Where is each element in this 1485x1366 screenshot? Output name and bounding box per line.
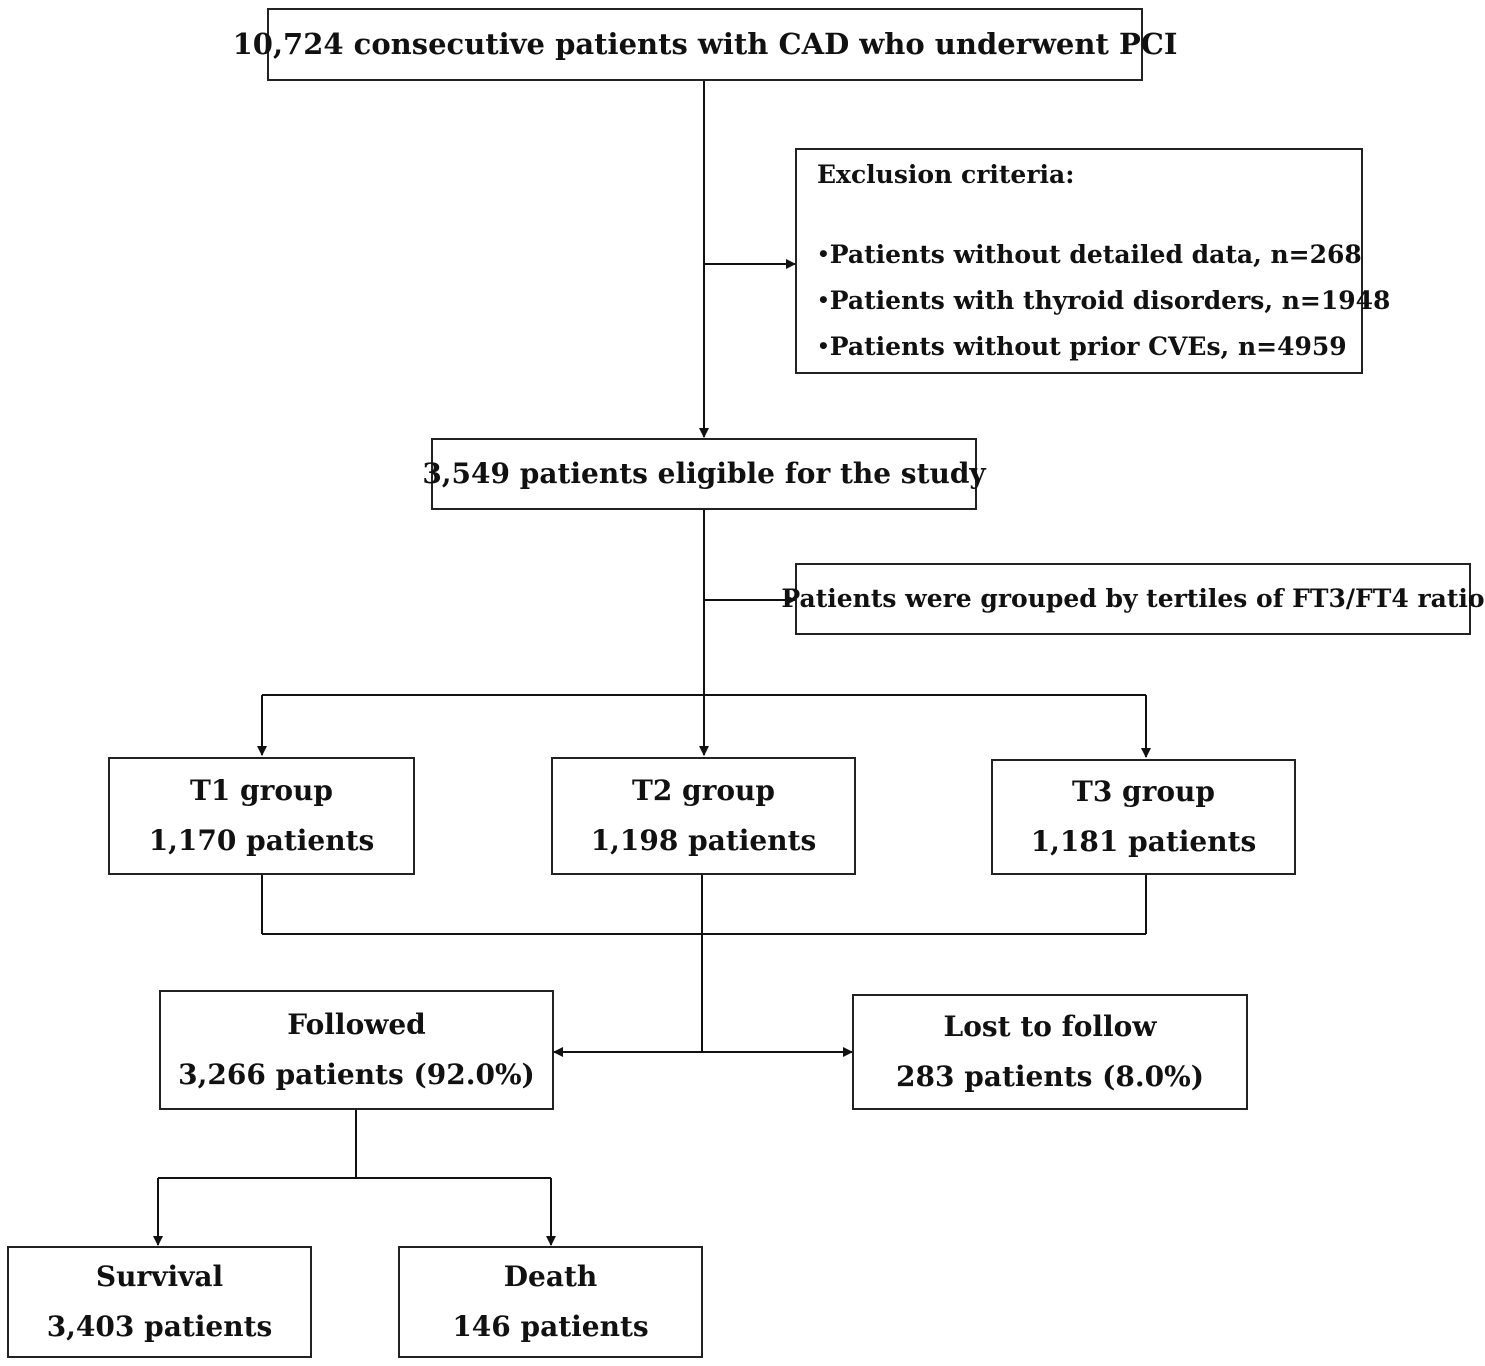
exclusion-item: •Patients with thyroid disorders, n=1948 <box>817 285 1391 315</box>
t1-label: T1 group <box>189 773 333 807</box>
lost-label: Lost to follow <box>943 1009 1157 1043</box>
death-label: Death <box>503 1259 598 1293</box>
exclusion-item: •Patients without prior CVEs, n=4959 <box>817 331 1347 361</box>
followed-count: 3,266 patients (92.0%) <box>178 1058 535 1091</box>
survival-label: Survival <box>95 1259 224 1293</box>
t3-count: 1,181 patients <box>1030 825 1257 858</box>
t3-group-box: T3 group 1,181 patients <box>991 759 1296 875</box>
survival-box: Survival 3,403 patients <box>7 1246 312 1358</box>
eligible-box: 3,549 patients eligible for the study <box>422 438 986 510</box>
t1-group-box: T1 group 1,170 patients <box>108 757 415 875</box>
death-box: Death 146 patients <box>398 1246 703 1358</box>
t1-count: 1,170 patients <box>148 824 375 857</box>
eligible-text: 3,549 patients eligible for the study <box>422 456 986 490</box>
bullet-icon: • <box>817 242 830 266</box>
death-count: 146 patients <box>452 1310 649 1343</box>
lost-count: 283 patients (8.0%) <box>896 1060 1204 1093</box>
t2-label: T2 group <box>631 773 775 807</box>
exclusion-heading: Exclusion criteria: <box>817 160 1075 189</box>
survival-count: 3,403 patients <box>46 1310 273 1343</box>
lost-box: Lost to follow 283 patients (8.0%) <box>852 994 1248 1110</box>
grouping-text: Patients were grouped by tertiles of FT3… <box>781 583 1485 613</box>
exclusion-item: •Patients without detailed data, n=268 <box>817 239 1362 269</box>
bullet-icon: • <box>817 334 830 358</box>
bullet-icon: • <box>817 288 830 312</box>
exclusion-criteria-box: Exclusion criteria: •Patients without de… <box>795 148 1391 374</box>
exclusion-list: •Patients without detailed data, n=268 •… <box>817 231 1391 369</box>
enrolled-text: 10,724 consecutive patients with CAD who… <box>232 26 1178 61</box>
t2-count: 1,198 patients <box>590 824 817 857</box>
t2-group-box: T2 group 1,198 patients <box>551 757 856 875</box>
t3-label: T3 group <box>1071 774 1215 808</box>
grouping-box: Patients were grouped by tertiles of FT3… <box>781 563 1485 635</box>
followed-label: Followed <box>287 1007 426 1041</box>
followed-box: Followed 3,266 patients (92.0%) <box>159 990 554 1110</box>
enrolled-box: 10,724 consecutive patients with CAD who… <box>233 8 1177 81</box>
